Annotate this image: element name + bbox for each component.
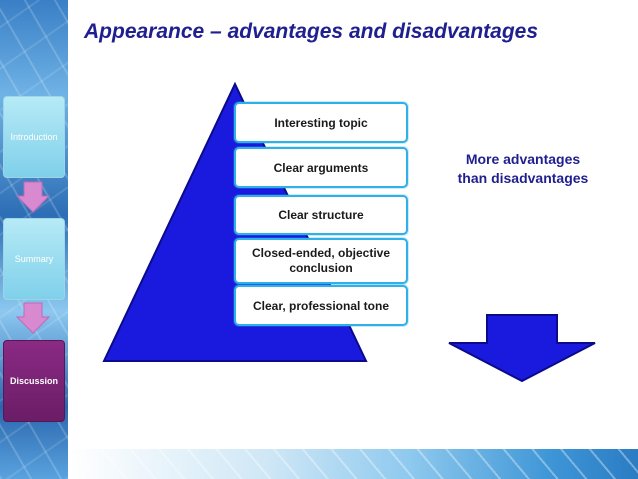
pyramid-item: Interesting topic <box>234 102 408 143</box>
stage-discussion[interactable]: Discussion <box>3 340 65 422</box>
pyramid-item: Clear, professional tone <box>234 285 408 326</box>
down-arrow-icon <box>16 181 50 213</box>
conclusion-text: More advantages than disadvantages <box>457 151 589 186</box>
stage-summary[interactable]: Summary <box>3 218 65 300</box>
down-arrow-icon <box>448 314 596 383</box>
bottom-decorative-band <box>68 449 638 479</box>
down-arrow-icon <box>16 302 50 334</box>
pyramid-item: Closed-ended, objective conclusion <box>234 238 408 284</box>
stage-introduction[interactable]: Introduction <box>3 96 65 178</box>
pyramid-item: Clear arguments <box>234 147 408 188</box>
pyramid-item: Clear structure <box>234 195 408 235</box>
slide-title: Appearance – advantages and disadvantage… <box>84 20 539 43</box>
